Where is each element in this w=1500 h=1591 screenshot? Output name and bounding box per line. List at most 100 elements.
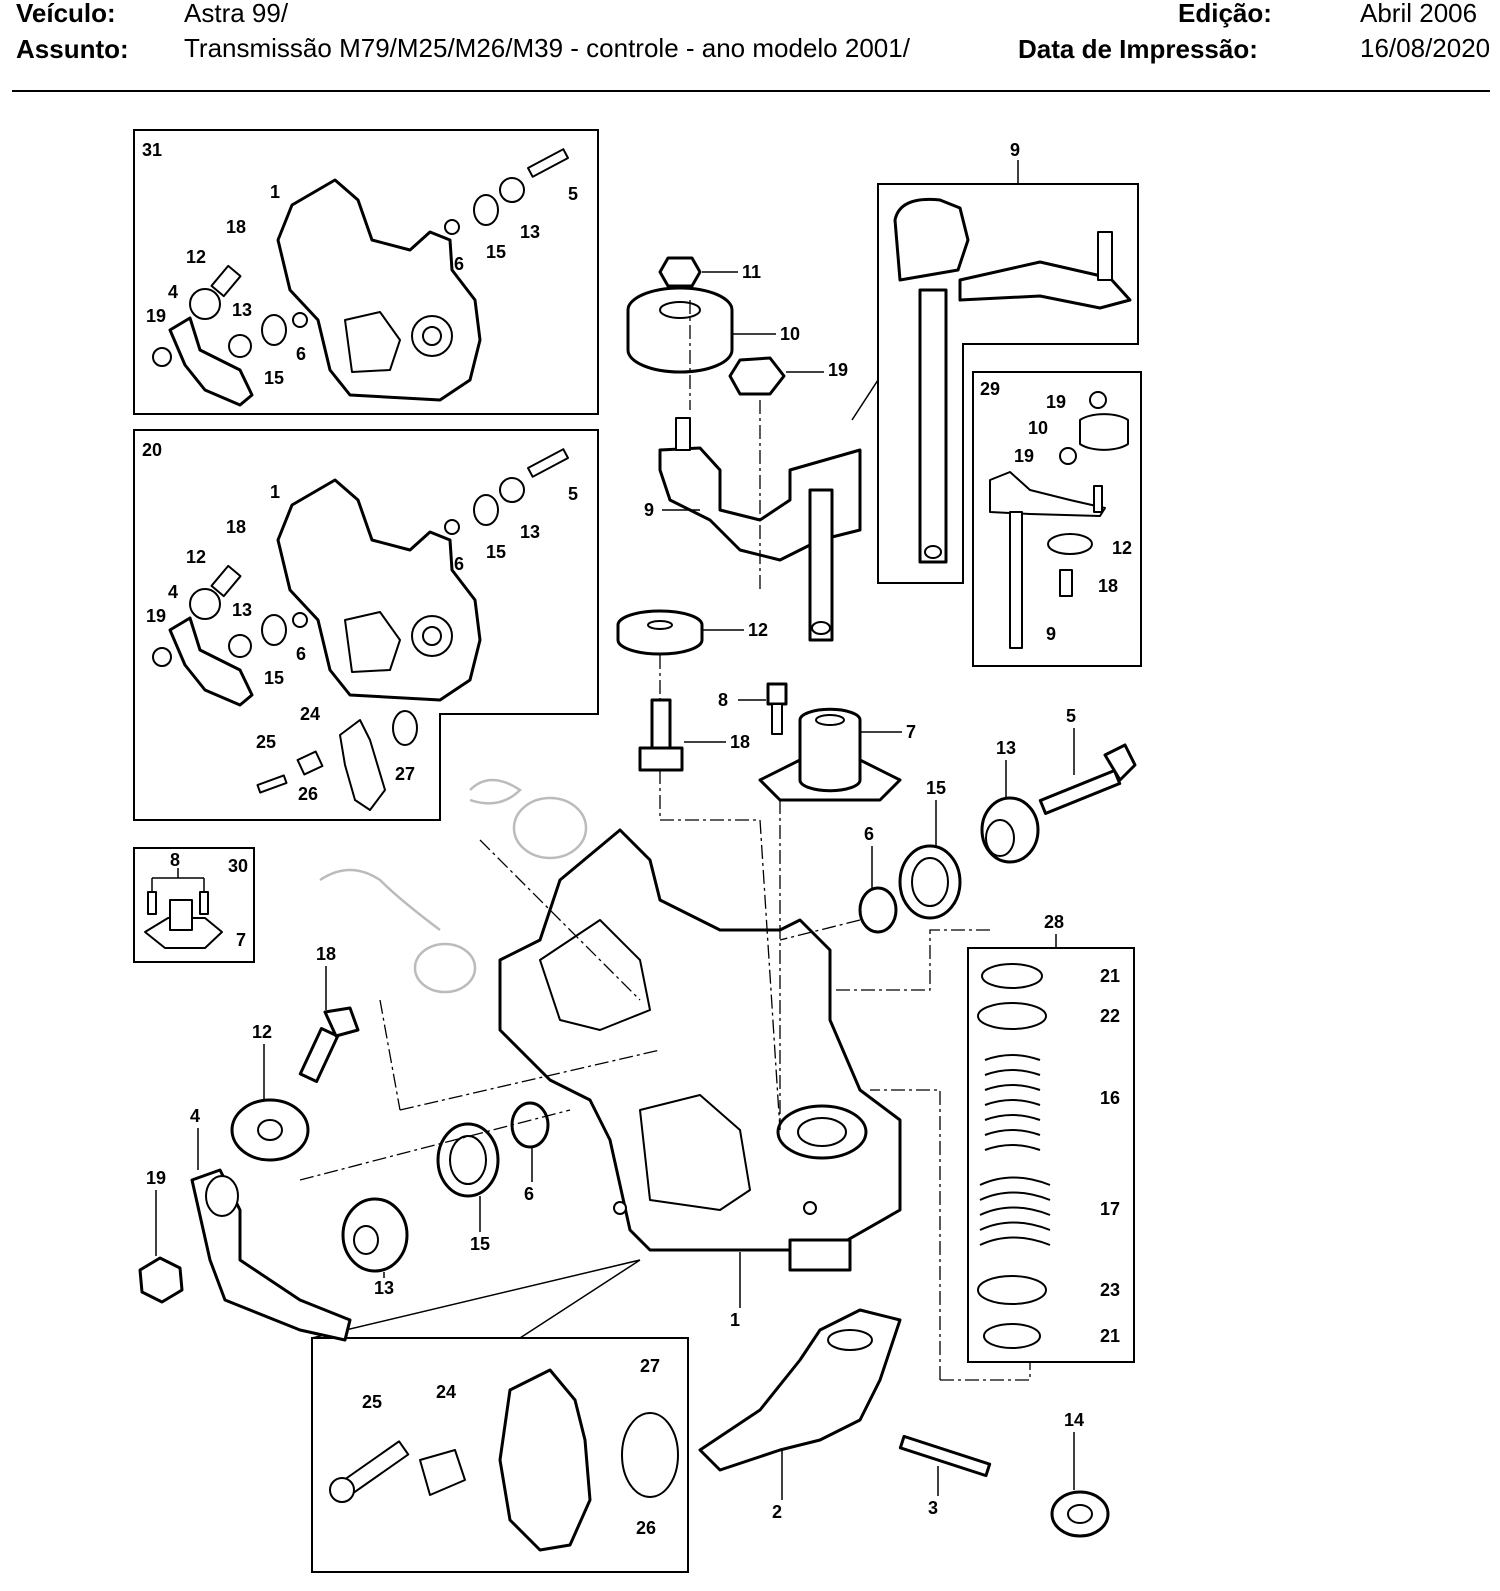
document-header: Veículo: Astra 99/ Assunto: Transmissão … (0, 0, 1500, 92)
vehicle-value: Astra 99/ (184, 0, 289, 28)
callout: 13 (520, 522, 540, 542)
callout: 12 (186, 247, 206, 267)
callout: 12 (186, 547, 206, 567)
housing-drawing-20 (276, 478, 482, 702)
callout: 18 (1098, 576, 1118, 596)
callout: 18 (226, 517, 246, 537)
subject-label: Assunto: (16, 34, 129, 64)
callout: 4 (190, 1106, 200, 1126)
exploded-parts-diagram: 31 1 18 12 4 19 13 15 (133, 129, 1142, 1573)
inset-20: 20 1 18 12 4 (133, 429, 599, 821)
callout: 25 (256, 732, 276, 752)
callout: 16 (1100, 1088, 1120, 1108)
print-date-label: Data de Impressão: (1018, 34, 1258, 64)
housing-drawing-31 (276, 178, 482, 402)
callout: 5 (568, 184, 578, 204)
callout: 19 (1014, 446, 1034, 466)
callout: 19 (1046, 392, 1066, 412)
inset-30: 30 8 7 (133, 847, 255, 963)
vehicle-label: Veículo: (16, 0, 116, 28)
callout: 27 (640, 1356, 660, 1376)
callout: 1 (730, 1310, 740, 1330)
callout: 13 (374, 1278, 394, 1298)
inset-30-id: 30 (228, 856, 248, 876)
callout: 13 (520, 222, 540, 242)
callout: 12 (1112, 538, 1132, 558)
callout: 19 (828, 360, 848, 380)
callout: 18 (316, 944, 336, 964)
inset-31: 31 1 18 12 4 19 13 15 (133, 129, 599, 415)
inset-9: 9 (851, 140, 1139, 584)
callout: 8 (718, 690, 728, 710)
callout: 10 (1028, 418, 1048, 438)
callout: 25 (362, 1392, 382, 1412)
callout: 21 (1100, 966, 1120, 986)
callout: 8 (170, 850, 180, 870)
callout: 12 (748, 620, 768, 640)
callout: 6 (864, 824, 874, 844)
callout: 9 (644, 500, 654, 520)
callout: 26 (298, 784, 318, 804)
callout: 6 (296, 644, 306, 664)
callout: 24 (436, 1382, 456, 1402)
callout: 19 (146, 606, 166, 626)
main-assembly: 11 10 19 9 12 8 7 18 5 13 15 6 18 12 4 1… (138, 256, 1137, 1538)
inset-29-id: 29 (980, 379, 1000, 399)
callout: 14 (1064, 1410, 1084, 1430)
callout: 15 (264, 668, 284, 688)
edition-value: Abril 2006 (1360, 0, 1478, 28)
inset-28-id: 28 (1044, 912, 1064, 932)
callout: 4 (168, 582, 178, 602)
callout: 1 (270, 482, 280, 502)
callout: 21 (1100, 1326, 1120, 1346)
callout: 23 (1100, 1280, 1120, 1300)
header-rule (12, 90, 1490, 92)
subject-value: Transmissão M79/M25/M26/M39 - controle -… (184, 34, 910, 63)
callout: 5 (1066, 706, 1076, 726)
callout: 1 (270, 182, 280, 202)
callout: 15 (264, 368, 284, 388)
callout: 13 (232, 300, 252, 320)
callout: 6 (296, 344, 306, 364)
callout: 18 (730, 732, 750, 752)
callout: 2 (772, 1502, 782, 1522)
callouts-20: 1 18 12 4 19 13 15 6 6 15 13 5 24 25 26 … (146, 482, 578, 804)
inset-28: 28 21 22 16 17 23 21 (967, 912, 1135, 1363)
callout: 13 (996, 738, 1016, 758)
callout: 11 (742, 262, 761, 282)
inset-20-id: 20 (142, 440, 162, 460)
callout: 13 (232, 600, 252, 620)
callout: 6 (454, 554, 464, 574)
lever-drawing-31 (152, 148, 570, 407)
callout: 15 (486, 542, 506, 562)
callouts-31: 1 18 12 4 19 13 15 6 6 15 13 5 (146, 182, 578, 388)
callout: 15 (926, 778, 946, 798)
callout: 7 (906, 722, 916, 742)
callout: 3 (928, 1498, 938, 1518)
callout: 26 (636, 1518, 656, 1538)
callout: 6 (524, 1184, 534, 1204)
callout: 24 (300, 704, 320, 724)
callout: 9 (1046, 624, 1056, 644)
edition-label: Edição: (1178, 0, 1272, 28)
callout: 22 (1100, 1006, 1120, 1026)
callout: 19 (146, 306, 166, 326)
callout: 12 (252, 1022, 272, 1042)
callout: 27 (395, 764, 415, 784)
lever-drawing-20 (152, 448, 570, 811)
callout: 10 (780, 324, 800, 344)
callout: 4 (168, 282, 178, 302)
inset-9-id: 9 (1010, 140, 1020, 160)
callout: 19 (146, 1168, 166, 1188)
callout: 15 (486, 242, 506, 262)
callout: 17 (1100, 1199, 1120, 1219)
callout: 5 (568, 484, 578, 504)
inset-29: 29 19 10 19 12 18 9 (972, 371, 1142, 667)
print-date-value: 16/08/2020 (1360, 34, 1490, 63)
callout: 15 (470, 1234, 490, 1254)
inset-bottom: 25 24 27 26 (311, 1259, 689, 1573)
callout: 7 (236, 930, 246, 950)
inset-31-id: 31 (142, 140, 162, 160)
callout: 18 (226, 217, 246, 237)
callout: 6 (454, 254, 464, 274)
